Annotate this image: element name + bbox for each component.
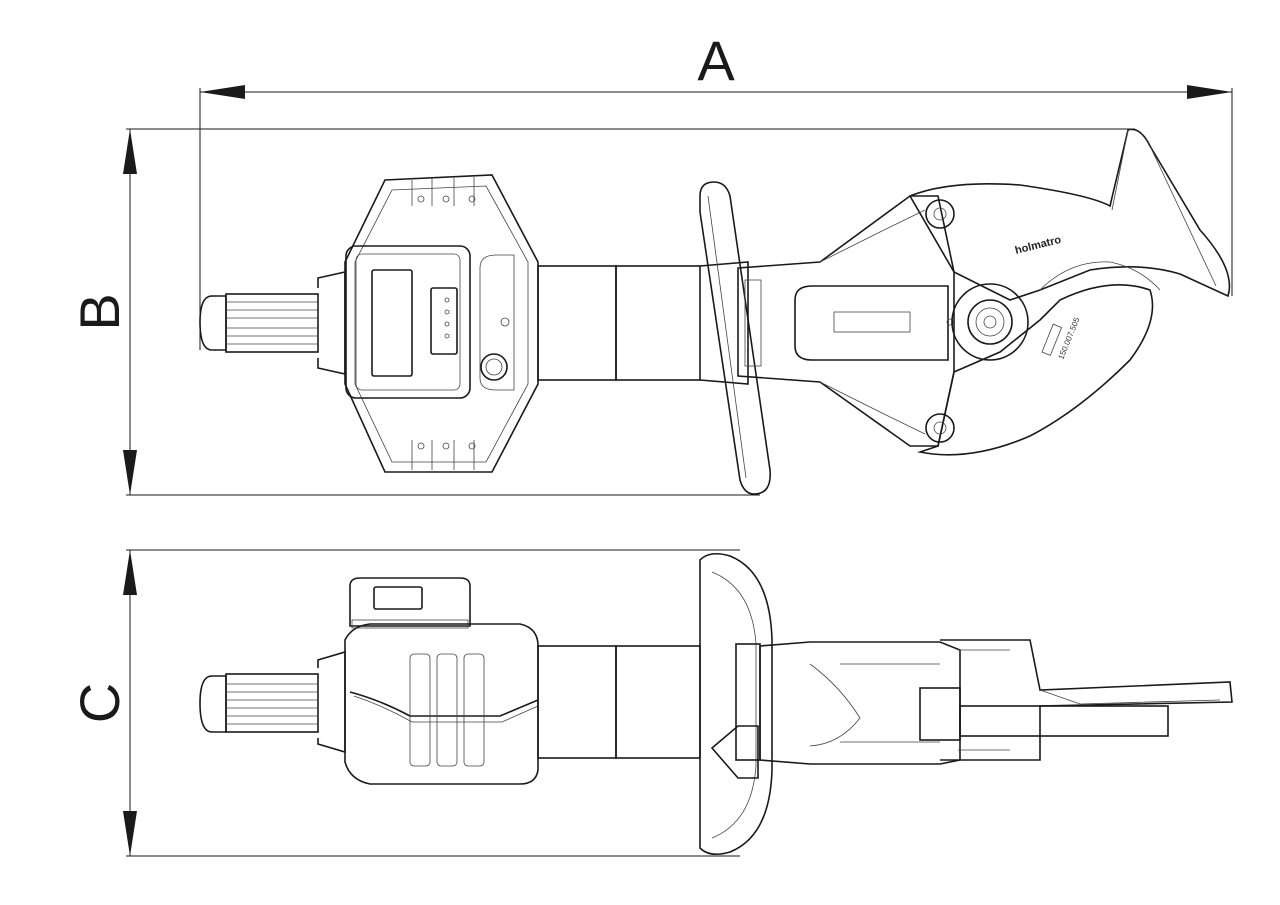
body-side [344, 623, 539, 785]
tube-side [537, 645, 701, 759]
handle-side [699, 552, 773, 856]
power-button [480, 353, 508, 381]
dimension-a-label: A [697, 29, 735, 92]
carry-handle [699, 181, 771, 495]
battery-display [373, 586, 423, 610]
control-body [344, 174, 539, 473]
dimension-c-label: C [68, 683, 131, 723]
indicator-panel [430, 287, 458, 355]
dimension-c: C [68, 549, 740, 857]
serial-label: 150.007.505 [1057, 316, 1082, 361]
tool-side-view [199, 552, 1233, 856]
display-screen [371, 269, 413, 377]
end-grip [199, 271, 346, 375]
frame [737, 195, 955, 447]
brand-label: holmatro [1014, 234, 1063, 257]
dimension-a: A [199, 29, 1233, 350]
dimension-b-label: B [68, 293, 131, 330]
frame-side [759, 639, 1233, 765]
dimension-b: B [68, 128, 1135, 496]
end-grip-side [199, 650, 346, 754]
tool-top-view: holmatro 150.007.505 [199, 128, 1231, 495]
cutter-blades: holmatro 150.007.505 [908, 128, 1231, 456]
battery-pack [349, 577, 471, 629]
